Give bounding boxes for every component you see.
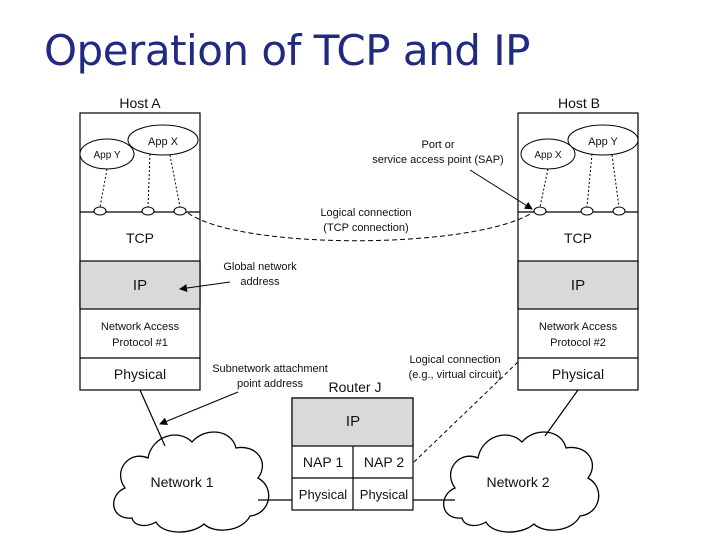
- network-2-label: Network 2: [486, 474, 549, 490]
- network-2-cloud: [443, 431, 600, 533]
- port-annotation-line2: service access point (SAP): [372, 154, 503, 166]
- host-b-ports: [533, 153, 626, 216]
- host-b-app-y: [567, 124, 639, 156]
- network-1-cloud: [113, 431, 270, 533]
- subnet-address-line1: Subnetwork attachment: [212, 363, 328, 375]
- global-address-arrow: [179, 281, 231, 292]
- host-b-nap-line2: Protocol #2: [550, 337, 606, 349]
- host-b-port-3: [612, 206, 626, 216]
- tcp-connection-dashed: [187, 212, 533, 242]
- router-physical2-label: Physical: [360, 487, 409, 502]
- global-address-line1: Global network: [223, 261, 297, 273]
- host-b-physical-label: Physical: [552, 366, 604, 382]
- host-b-port-2: [580, 206, 594, 216]
- logical-vc-line2: (e.g., virtual circuit): [409, 369, 502, 381]
- physical-links: [139, 389, 579, 501]
- host-a-ip-label: IP: [133, 277, 147, 294]
- host-a-port-3: [173, 206, 187, 216]
- router-nap2-label: NAP 2: [364, 454, 404, 470]
- logical-tcp-line2: (TCP connection): [323, 222, 408, 234]
- host-b-ip-label: IP: [571, 277, 585, 294]
- network-1-label: Network 1: [150, 474, 213, 490]
- host-b-ip-layer: [517, 260, 639, 310]
- host-a-physical-label: Physical: [114, 366, 166, 382]
- host-a-ports: [93, 153, 187, 216]
- router-ip-layer: [291, 397, 414, 447]
- host-a-app-x: [127, 124, 199, 156]
- host-a-port-1: [93, 206, 107, 216]
- host-b-app-x-label: App X: [534, 150, 562, 161]
- host-a-app-y-label: App Y: [93, 150, 120, 161]
- host-b-tcp-label: TCP: [564, 230, 592, 246]
- subnet-address-line2: point address: [237, 378, 304, 390]
- global-address-line2: address: [240, 276, 280, 288]
- page-title: Operation of TCP and IP: [44, 26, 530, 75]
- host-a-port-2: [141, 206, 155, 216]
- router-ip-label: IP: [346, 413, 360, 430]
- logical-vc-line1: Logical connection: [409, 354, 500, 366]
- host-a-app-x-label: App X: [148, 136, 179, 148]
- virtual-circuit-dashed: [413, 359, 521, 463]
- router-nap1-label: NAP 1: [303, 454, 343, 470]
- router-stack: [291, 397, 414, 511]
- host-a-nap-line1: Network Access: [101, 321, 180, 333]
- host-a-nap-line2: Protocol #1: [112, 337, 168, 349]
- host-b-label: Host B: [558, 95, 600, 111]
- host-a-label: Host A: [119, 95, 161, 111]
- router-label: Router J: [329, 379, 382, 395]
- host-b-nap-line1: Network Access: [539, 321, 618, 333]
- subnet-address-arrow: [159, 391, 239, 426]
- host-a-tcp-label: TCP: [126, 230, 154, 246]
- logical-tcp-line1: Logical connection: [320, 207, 411, 219]
- router-physical1-label: Physical: [299, 487, 348, 502]
- port-annotation-line1: Port or: [421, 139, 454, 151]
- host-b-port-1: [533, 206, 547, 216]
- host-b-app-y-label: App Y: [588, 136, 618, 148]
- port-arrow: [469, 169, 533, 210]
